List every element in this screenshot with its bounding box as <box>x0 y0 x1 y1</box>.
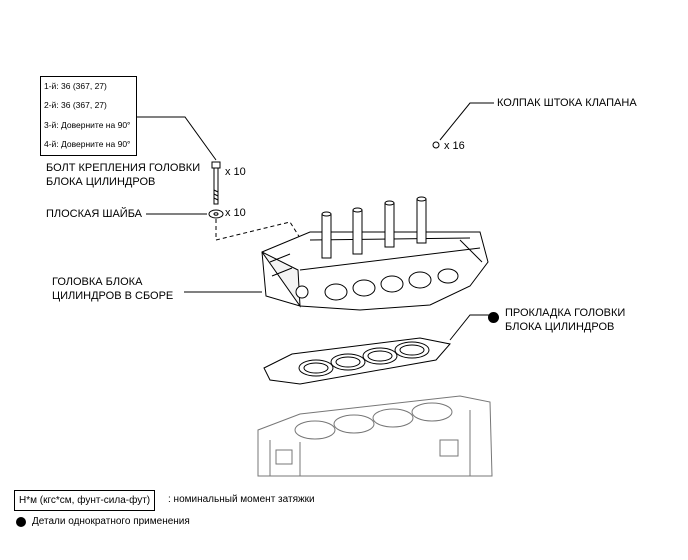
bolt-label-line1: БОЛТ КРЕПЛЕНИЯ ГОЛОВКИ <box>46 162 201 174</box>
non-reusable-dot-icon <box>488 312 499 323</box>
bolt-qty: x 10 <box>225 166 246 178</box>
gasket-label-line1: ПРОКЛАДКА ГОЛОВКИ <box>505 307 626 319</box>
alignment-dashed-line <box>215 219 301 241</box>
valve-cap-icon <box>432 141 440 149</box>
non-reusable-legend-text: Детали однократного применения <box>32 516 190 527</box>
valve-cap-qty: x 16 <box>444 140 465 152</box>
bolt-icon <box>211 161 221 205</box>
bolt-label-line2: БЛОКА ЦИЛИНДРОВ <box>46 176 156 188</box>
torque-step-3: 3-й: Доверните на 90° <box>44 120 131 130</box>
valve-cap-label: КОЛПАК ШТОКА КЛАПАНА <box>497 97 637 109</box>
torque-spec-box: 1-й: 36 (367, 27) 2-й: 36 (367, 27) 3-й:… <box>40 76 137 156</box>
head-gasket-drawing <box>263 337 451 385</box>
leader-valve-cap <box>439 102 494 141</box>
head-assy-label-line1: ГОЛОВКА БЛОКА <box>52 276 143 288</box>
torque-step-1: 1-й: 36 (367, 27) <box>44 81 107 91</box>
torque-step-4: 4-й: Доверните на 90° <box>44 139 131 149</box>
torque-step-2: 2-й: 36 (367, 27) <box>44 100 107 110</box>
leader-torque-to-bolt <box>137 116 217 161</box>
washer-label: ПЛОСКАЯ ШАЙБА <box>46 208 143 220</box>
washer-icon <box>208 209 224 219</box>
washer-qty: x 10 <box>225 207 246 219</box>
head-assy-label-line2: ЦИЛИНДРОВ В СБОРЕ <box>52 290 174 302</box>
torque-unit-box: Н*м (кгс*см, фунт-сила-фут) <box>14 490 156 511</box>
cylinder-head-drawing <box>261 196 489 311</box>
leader-gasket <box>449 314 495 341</box>
legend-dot-icon <box>16 517 26 527</box>
torque-unit-description: : номинальный момент затяжки <box>168 494 315 505</box>
gasket-label-line2: БЛОКА ЦИЛИНДРОВ <box>505 321 615 333</box>
engine-block-drawing <box>257 395 493 477</box>
